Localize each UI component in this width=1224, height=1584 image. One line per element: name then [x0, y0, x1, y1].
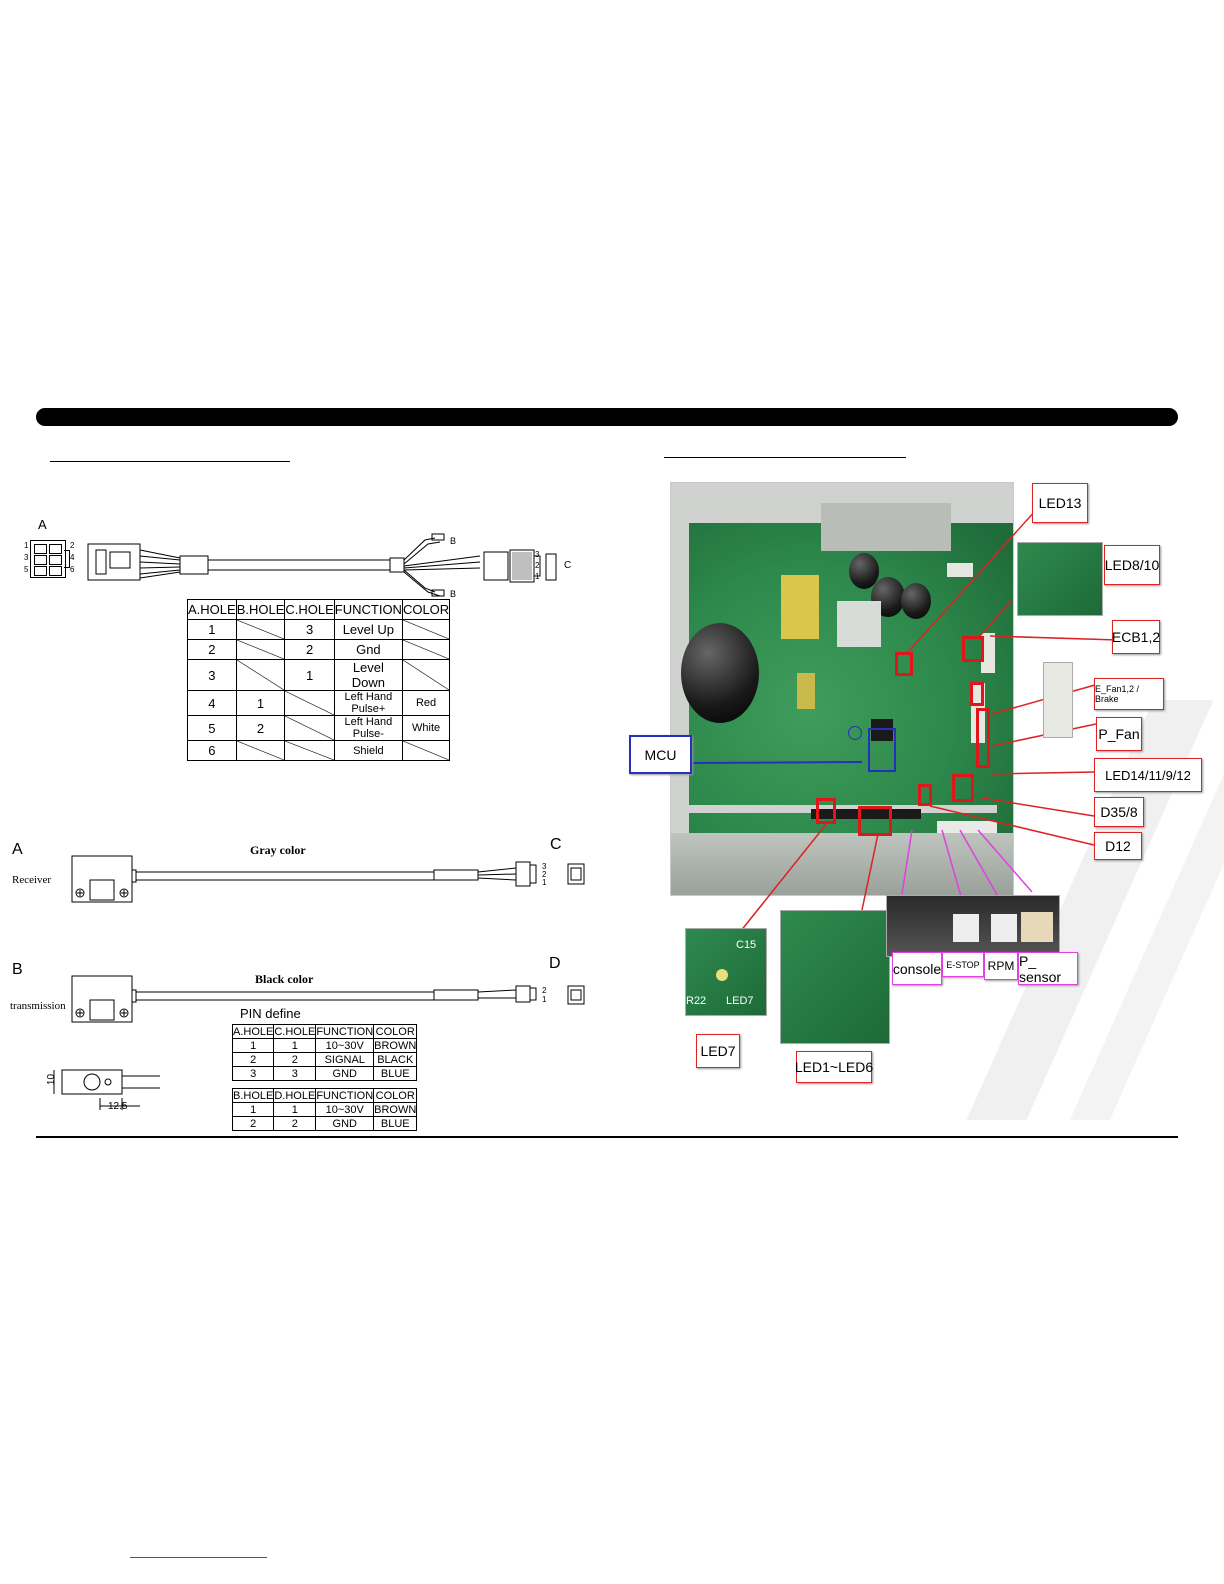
sensor-c-pin-2: 2	[542, 870, 547, 879]
mcu-box	[868, 728, 896, 772]
led1-6-box	[858, 806, 892, 836]
footer-link-underline[interactable]	[130, 1557, 267, 1558]
callout-ecb: ECB1,2	[1112, 620, 1160, 654]
led14-box	[976, 708, 990, 768]
transmission-label: transmission	[10, 1000, 66, 1012]
cable-b-bottom-label: B	[450, 589, 457, 599]
connector-a-face	[30, 540, 66, 578]
inset-efan-connector	[1043, 662, 1073, 738]
dimension-height: 10	[46, 1073, 58, 1086]
connector-a-label: A	[38, 517, 47, 532]
c-pin-1: 1	[535, 572, 540, 581]
inset-connectors	[886, 895, 1060, 957]
callout-led8-10: LED8/10	[1104, 545, 1160, 585]
pin-3: 3	[24, 553, 29, 562]
cable-c-label: C	[564, 560, 572, 571]
inset-c15-text: C15	[736, 939, 757, 951]
sensor-d-label: D	[549, 955, 561, 972]
board-photo	[670, 482, 1014, 896]
sensor-c-label: C	[550, 836, 562, 853]
pin-1: 1	[24, 541, 29, 550]
pin-define-title: PIN define	[240, 1006, 301, 1021]
receiver-label: Receiver	[12, 874, 52, 886]
callout-d35: D35/8	[1094, 797, 1144, 827]
callout-led1-6: LED1~LED6	[795, 1051, 873, 1083]
cable-b-top-label: B	[450, 536, 457, 546]
receiver-drawing	[71, 855, 585, 903]
callout-led13: LED13	[1032, 483, 1088, 523]
cable-drawing	[87, 533, 557, 597]
efan-box	[970, 682, 984, 706]
d35-box	[952, 774, 974, 802]
inset-r22-text: R22	[686, 995, 707, 1007]
c-pin-2: 2	[535, 561, 540, 570]
callout-d12: D12	[1094, 832, 1142, 860]
table-header-row: A.HOLE B.HOLE C.HOLE FUNCTION COLOR	[187, 599, 451, 620]
callout-psensor: P_ sensor	[1018, 952, 1078, 985]
callout-estop: E-STOP	[942, 952, 984, 977]
callout-pfan: P_Fan	[1096, 717, 1142, 751]
left-section-title-line	[50, 461, 290, 462]
dimension-drawing	[53, 1069, 160, 1110]
inset-led8-10	[1017, 542, 1103, 616]
callout-console: console	[892, 952, 942, 985]
pin-2: 2	[70, 541, 75, 550]
pin-5: 5	[24, 565, 29, 574]
header-bar	[36, 408, 1178, 426]
dimension-width: 12.5	[108, 1101, 128, 1112]
callout-efan: E_Fan1,2 / Brake	[1094, 678, 1164, 710]
pin-6: 6	[70, 565, 75, 574]
footer-rule	[36, 1136, 1178, 1138]
sensor-c-pin-1: 1	[542, 878, 547, 887]
gray-color-label: Gray color	[250, 843, 306, 857]
sensor-c-pin-3: 3	[542, 862, 547, 871]
sensor-d-pin-2: 2	[542, 986, 547, 995]
callout-mcu: MCU	[629, 735, 692, 774]
inset-led7: C15 LED7 R22	[685, 928, 767, 1016]
pin-4: 4	[70, 553, 75, 562]
callout-leaders	[691, 509, 1119, 933]
inset-led7-text: LED7	[726, 995, 754, 1007]
led7-box	[816, 798, 836, 824]
callout-led7: LED7	[696, 1034, 740, 1068]
led13-box	[895, 652, 913, 676]
transmission-drawing	[71, 975, 585, 1023]
sensor-b-label: B	[12, 961, 23, 978]
callout-led14: LED14/11/9/12	[1094, 758, 1202, 792]
sensor-a-label: A	[12, 841, 23, 858]
ecb-box	[962, 636, 984, 662]
table-row: 6 Shield	[187, 740, 451, 761]
c-pin-3: 3	[535, 550, 540, 559]
black-color-label: Black color	[255, 972, 314, 986]
right-section-title-line	[664, 457, 906, 458]
d12-box	[918, 784, 932, 806]
mcu-circle	[848, 726, 862, 740]
callout-rpm: RPM	[984, 952, 1018, 980]
sensor-d-pin-1: 1	[542, 995, 547, 1004]
inset-led1-6	[780, 910, 890, 1044]
